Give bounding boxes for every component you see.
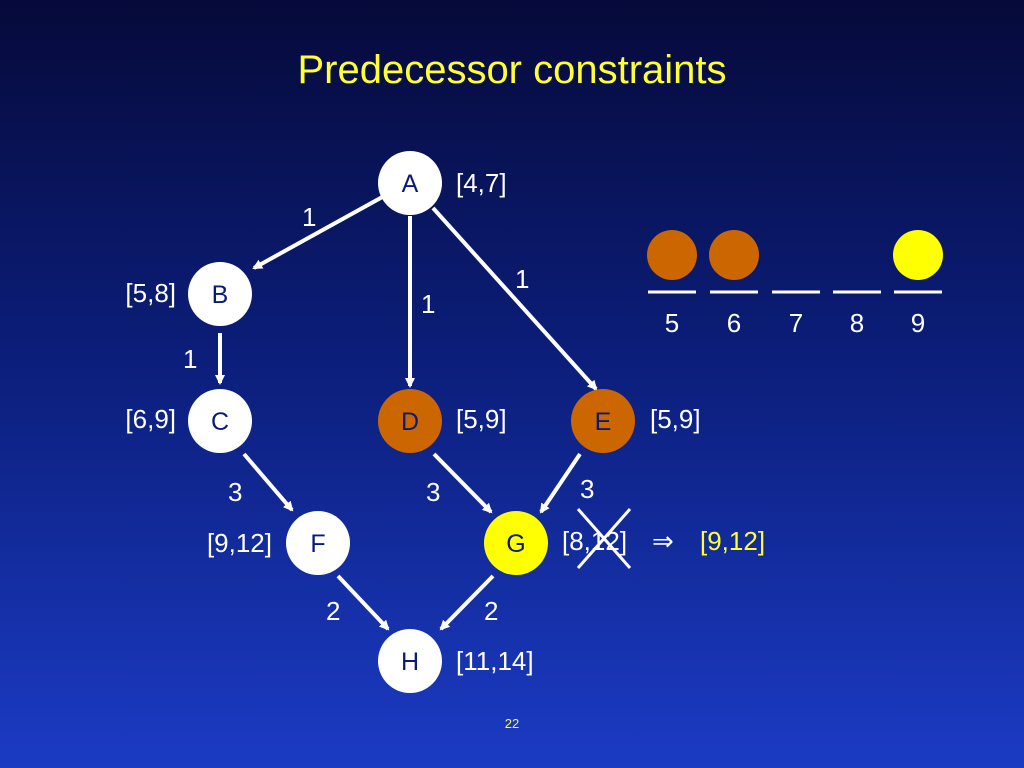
timeline-slot-8: 8 bbox=[833, 290, 881, 338]
node-b: B bbox=[188, 262, 252, 326]
timeline-label-5: 5 bbox=[665, 308, 679, 338]
node-e-label: E bbox=[595, 408, 612, 436]
node-g: G bbox=[484, 511, 548, 575]
interval-h: [11,14] bbox=[456, 646, 534, 676]
edge-c-f bbox=[242, 452, 294, 512]
timeline-marker-6 bbox=[709, 230, 759, 280]
interval-b: [5,8] bbox=[125, 278, 176, 308]
weight-c-f: 3 bbox=[228, 477, 242, 507]
node-b-label: B bbox=[212, 281, 229, 309]
interval-f: [9,12] bbox=[207, 528, 272, 558]
node-h: H bbox=[378, 629, 442, 693]
edge-d-g bbox=[432, 452, 493, 514]
node-c: C bbox=[188, 389, 252, 453]
node-c-label: C bbox=[211, 408, 229, 436]
edge-g-h bbox=[439, 574, 495, 631]
timeline-slot-7: 7 bbox=[772, 290, 820, 338]
page-number: 22 bbox=[504, 716, 520, 731]
node-f-label: F bbox=[310, 530, 325, 558]
node-g-label: G bbox=[506, 530, 525, 558]
edge-a-e bbox=[431, 206, 598, 391]
weight-f-h: 2 bbox=[326, 596, 340, 626]
node-h-label: H bbox=[401, 648, 419, 676]
interval-a: [4,7] bbox=[456, 168, 507, 198]
weight-g-h: 2 bbox=[484, 596, 498, 626]
implies-symbol: ⇒ bbox=[652, 526, 674, 556]
timeline: 5 6 7 8 9 bbox=[647, 230, 943, 338]
interval-g-new: [9,12] bbox=[700, 526, 765, 556]
timeline-label-6: 6 bbox=[727, 308, 741, 338]
node-a: A bbox=[378, 151, 442, 215]
timeline-slot-5: 5 bbox=[647, 230, 697, 338]
slide-title: Predecessor constraints bbox=[297, 48, 727, 92]
edge-f-h bbox=[336, 574, 390, 631]
interval-c: [6,9] bbox=[125, 404, 176, 434]
node-d-label: D bbox=[401, 408, 419, 436]
node-a-label: A bbox=[402, 170, 419, 198]
node-e: E bbox=[571, 389, 635, 453]
weight-b-c: 1 bbox=[183, 344, 197, 374]
weight-a-e: 1 bbox=[515, 264, 529, 294]
weight-a-d: 1 bbox=[421, 289, 435, 319]
timeline-label-7: 7 bbox=[789, 308, 803, 338]
strike-cross bbox=[576, 508, 632, 569]
edge-e-g bbox=[539, 452, 582, 514]
interval-d: [5,9] bbox=[456, 404, 507, 434]
weight-e-g: 3 bbox=[580, 474, 594, 504]
timeline-marker-9 bbox=[893, 230, 943, 280]
edge-a-b bbox=[252, 193, 387, 270]
interval-e: [5,9] bbox=[650, 404, 701, 434]
timeline-marker-5 bbox=[647, 230, 697, 280]
timeline-slot-6: 6 bbox=[709, 230, 759, 338]
weight-a-b: 1 bbox=[302, 202, 316, 232]
node-d: D bbox=[378, 389, 442, 453]
weight-d-g: 3 bbox=[426, 477, 440, 507]
timeline-slot-9: 9 bbox=[893, 230, 943, 338]
timeline-label-9: 9 bbox=[911, 308, 925, 338]
timeline-label-8: 8 bbox=[850, 308, 864, 338]
node-f: F bbox=[286, 511, 350, 575]
